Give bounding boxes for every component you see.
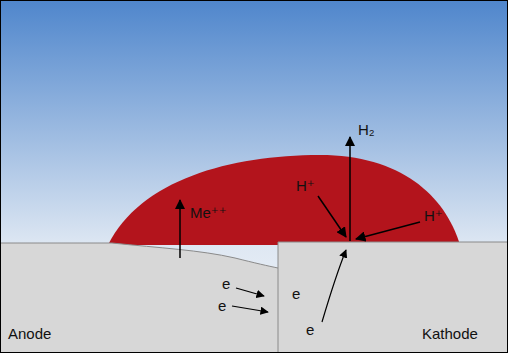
cathode-outline <box>278 242 508 353</box>
cathode-label: Kathode <box>422 326 478 343</box>
gas-label: H₂ <box>358 122 375 139</box>
electron-arrow <box>232 306 268 312</box>
gas-arrow <box>349 137 351 241</box>
electron-label: e <box>218 298 226 315</box>
electron-arrow <box>236 288 264 296</box>
electron-label: e <box>306 322 314 339</box>
proton-label: H⁺ <box>424 208 443 225</box>
ion-label: Me⁺⁺ <box>190 205 227 222</box>
anode-metal <box>0 243 278 353</box>
cathode-metal <box>278 242 508 353</box>
electron-label: e <box>292 286 300 303</box>
proton-arrow <box>318 196 346 237</box>
electrolyte-drop <box>108 155 460 245</box>
anode-surface <box>0 243 278 268</box>
anode-label: Anode <box>8 326 51 343</box>
electron-label: e <box>222 276 230 293</box>
proton-arrow <box>356 222 420 239</box>
electron-arrow <box>322 250 346 322</box>
proton-label: H⁺ <box>296 178 315 195</box>
ion-arrow <box>179 200 181 258</box>
